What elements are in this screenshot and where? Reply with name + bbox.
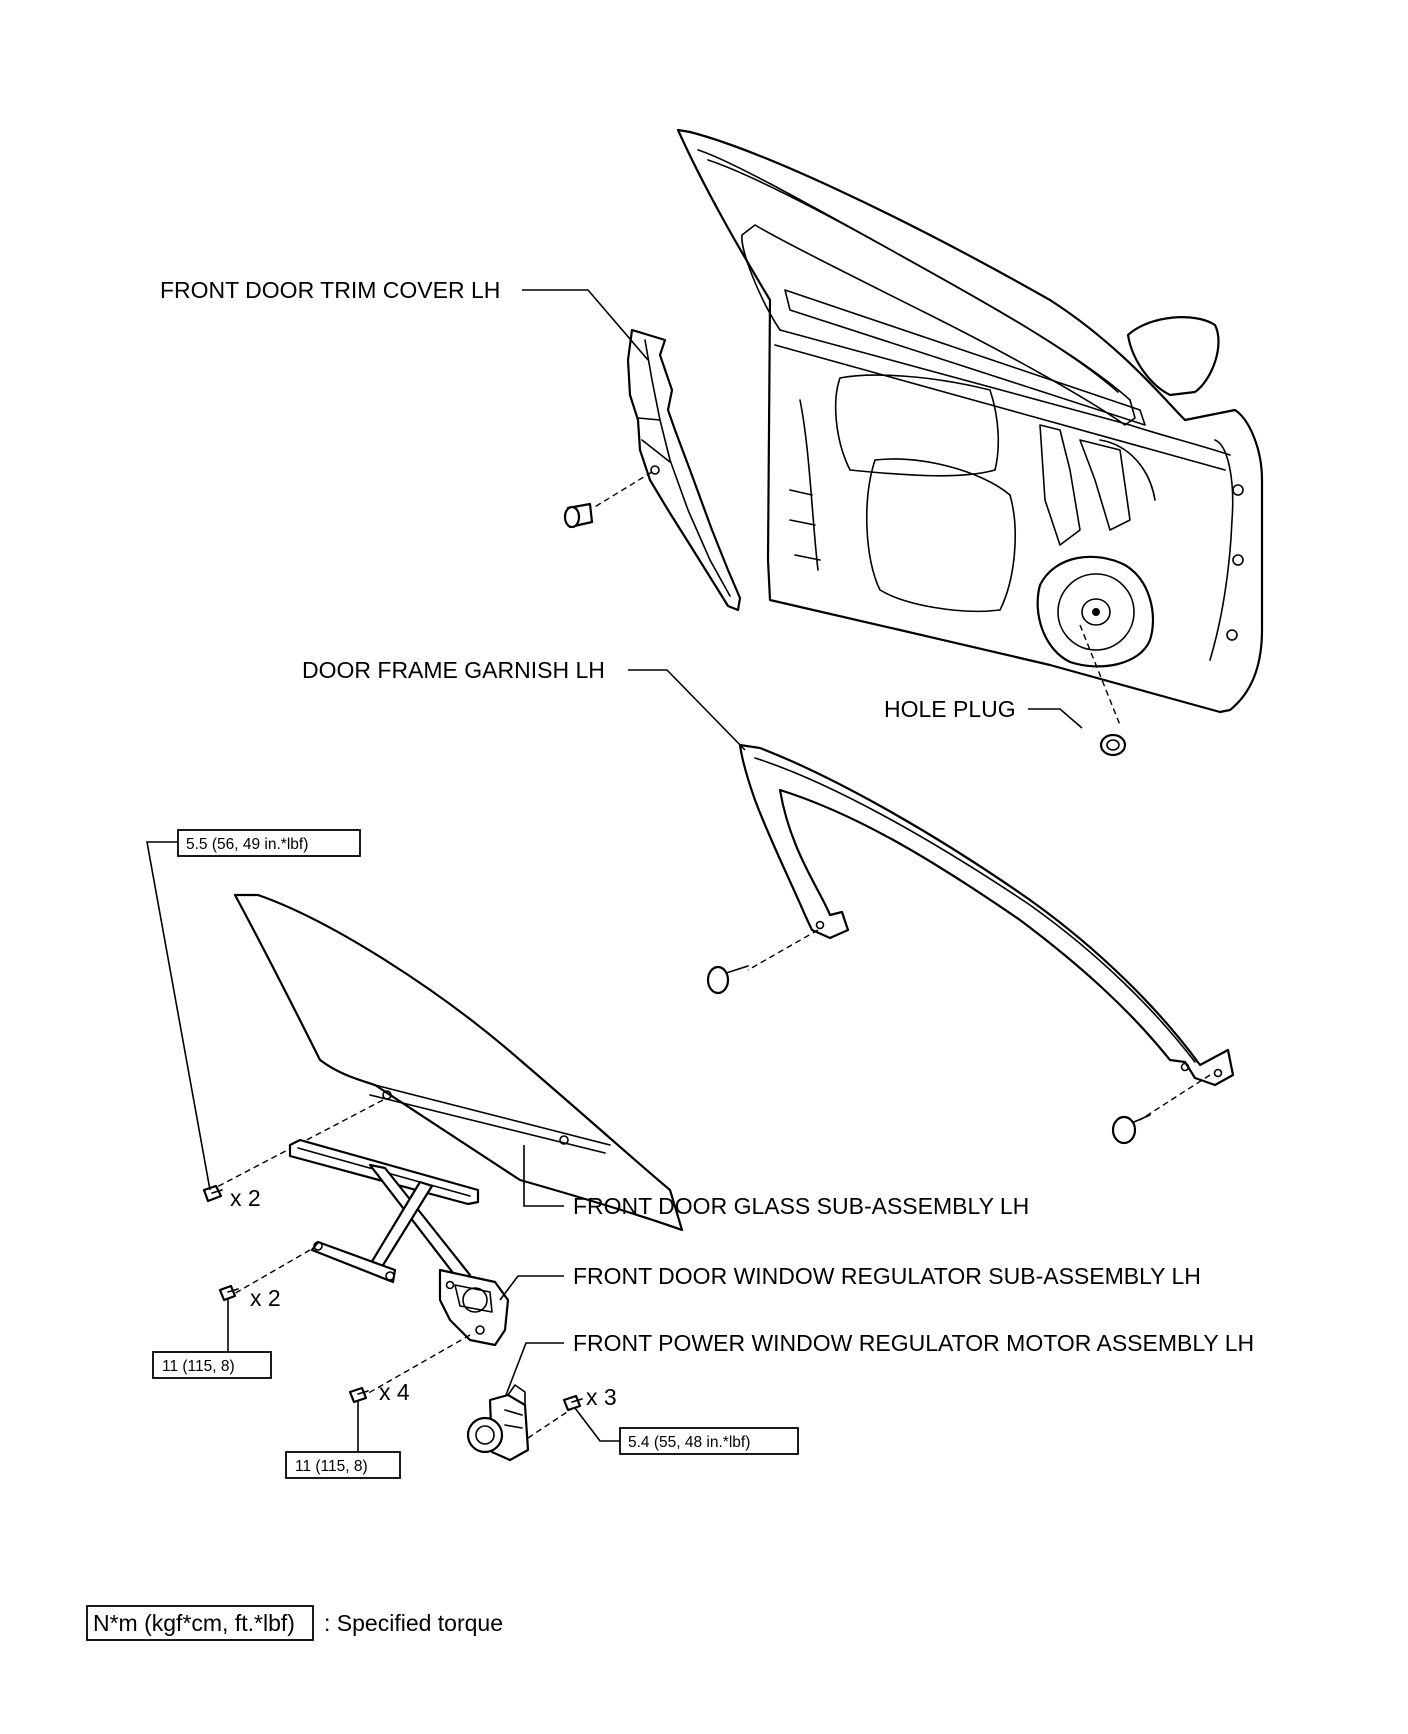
torque-box-motor: 5.4 (55, 48 in.*lbf) <box>619 1427 799 1455</box>
window-regulator <box>231 1138 510 1396</box>
leader-torque-glass <box>146 841 211 1191</box>
front-door-glass <box>214 893 684 1232</box>
label-regulator: FRONT DOOR WINDOW REGULATOR SUB-ASSEMBLY… <box>573 1263 1201 1289</box>
torque-motor-screws: 5.4 (55, 48 in.*lbf) <box>628 1434 750 1451</box>
garnish-clip-upper <box>706 965 749 995</box>
trim-clip <box>563 502 594 529</box>
qty-regulator-bolts: x 2 <box>250 1285 281 1311</box>
hole-plug <box>1079 624 1127 757</box>
leader-frame-garnish <box>628 669 746 751</box>
leader-motor <box>505 1342 564 1396</box>
torque-box-regulator-lower: 11 (115, 8) <box>285 1451 401 1479</box>
legend-description: : Specified torque <box>324 1610 503 1636</box>
label-motor: FRONT POWER WINDOW REGULATOR MOTOR ASSEM… <box>573 1330 1254 1356</box>
torque-regulator-bolts: 11 (115, 8) <box>162 1358 235 1375</box>
torque-legend: N*m (kgf*cm, ft.*lbf) : Specified torque <box>86 1605 503 1641</box>
leader-trim-cover <box>522 289 649 361</box>
leader-glass <box>523 1145 564 1207</box>
front-door-panel <box>676 128 1264 714</box>
qty-motor-screws: x 3 <box>586 1384 617 1410</box>
torque-box-glass: 5.5 (56, 49 in.*lbf) <box>177 829 361 857</box>
speaker <box>1036 555 1154 668</box>
label-trim-cover: FRONT DOOR TRIM COVER LH <box>160 277 500 303</box>
qty-regulator-bolts-lower: x 4 <box>379 1379 410 1405</box>
legend-unit-box: N*m (kgf*cm, ft.*lbf) <box>93 1610 295 1636</box>
label-hole-plug: HOLE PLUG <box>884 696 1016 722</box>
leader-regulator <box>499 1275 564 1301</box>
front-door-trim-cover <box>563 328 742 612</box>
qty-glass-bolts: x 2 <box>230 1185 261 1211</box>
bolt-glass <box>202 1184 223 1203</box>
bolt-regulator-lower <box>348 1386 369 1404</box>
window-motor <box>466 1384 571 1462</box>
leader-hole-plug <box>1028 708 1083 729</box>
leader-torque-motor <box>574 1407 620 1442</box>
torque-box-regulator: 11 (115, 8) <box>152 1351 272 1379</box>
screw-motor <box>562 1394 583 1412</box>
torque-regulator-bolts-lower: 11 (115, 8) <box>295 1458 368 1475</box>
garnish-clip-lower <box>1111 1114 1151 1145</box>
torque-glass-bolts: 5.5 (56, 49 in.*lbf) <box>186 836 308 853</box>
label-glass: FRONT DOOR GLASS SUB-ASSEMBLY LH <box>573 1193 1029 1219</box>
door-frame-garnish <box>706 743 1235 1145</box>
bolt-regulator <box>218 1284 239 1302</box>
label-frame-garnish: DOOR FRAME GARNISH LH <box>302 657 605 683</box>
